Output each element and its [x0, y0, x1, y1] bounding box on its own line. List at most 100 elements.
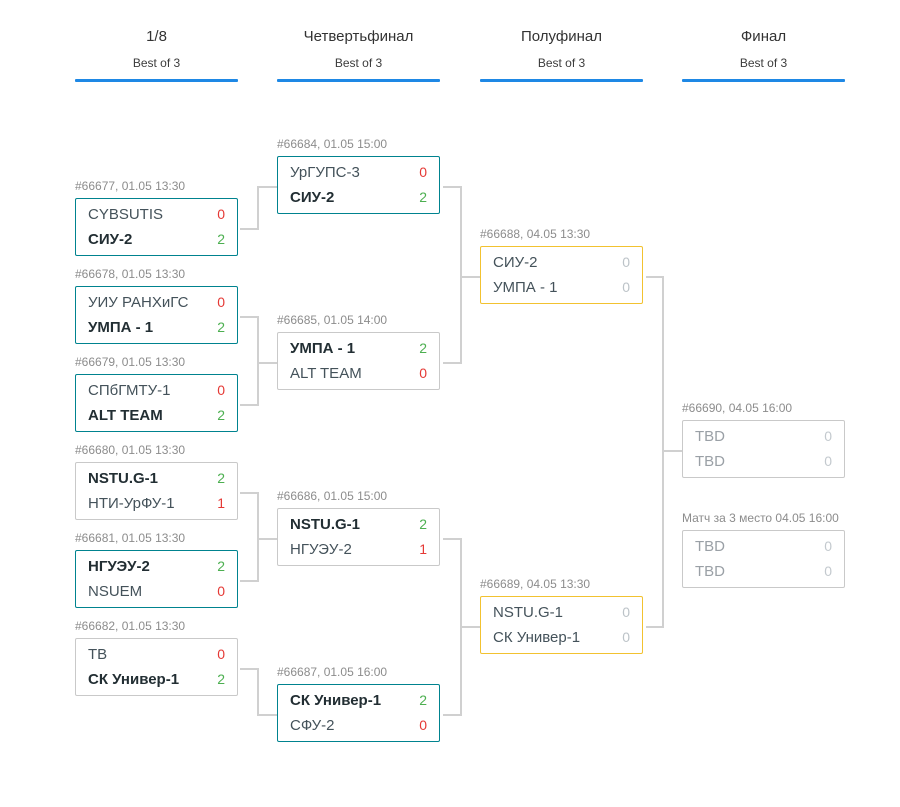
team-score: 0	[622, 254, 630, 270]
match-label: #66678, 01.05 13:30	[75, 267, 186, 281]
match-label: #66682, 01.05 13:30	[75, 619, 186, 633]
match-66686: #66686, 01.05 15:00 NSTU.G-1 2 НГУЭУ-2 1	[277, 489, 440, 566]
match-card[interactable]: TBD 0 TBD 0	[682, 420, 845, 478]
match-card[interactable]: СК Универ-1 2 СФУ-2 0	[277, 684, 440, 742]
round-underline	[682, 79, 845, 82]
team-row: ALT TEAM 0	[278, 361, 439, 386]
team-row: УИУ РАНХиГС 0	[76, 290, 237, 315]
team-row: CYBSUTIS 0	[76, 202, 237, 227]
team-row: УрГУПС-3 0	[278, 160, 439, 185]
team-name: НТИ-УрФУ-1	[88, 495, 175, 512]
round-header-1-8: 1/8 Best of 3	[75, 28, 238, 82]
team-row: NSUEM 0	[76, 579, 237, 604]
team-name: NSTU.G-1	[493, 604, 564, 621]
match-card[interactable]: ТВ 0 СК Универ-1 2	[75, 638, 238, 696]
team-row: УМПА - 1 2	[278, 336, 439, 361]
round-underline	[277, 79, 440, 82]
team-score: 0	[217, 382, 225, 398]
match-label: #66684, 01.05 15:00	[277, 137, 388, 151]
team-row: СФУ-2 0	[278, 713, 439, 738]
match-66688: #66688, 04.05 13:30 СИУ-2 0 УМПА - 1 0	[480, 227, 643, 304]
match-66684: #66684, 01.05 15:00 УрГУПС-3 0 СИУ-2 2	[277, 137, 440, 214]
team-row: TBD 0	[683, 559, 844, 584]
team-name: NSUEM	[88, 583, 143, 600]
team-name: NSTU.G-1	[290, 516, 361, 533]
team-score: 0	[419, 164, 427, 180]
team-name: СИУ-2	[290, 189, 335, 206]
team-score: 2	[217, 558, 225, 574]
team-row: TBD 0	[683, 534, 844, 559]
match-66681: #66681, 01.05 13:30 НГУЭУ-2 2 NSUEM 0	[75, 531, 238, 608]
match-66682: #66682, 01.05 13:30 ТВ 0 СК Универ-1 2	[75, 619, 238, 696]
team-score: 2	[419, 189, 427, 205]
team-name: ТВ	[88, 646, 108, 663]
team-row: NSTU.G-1 2	[278, 512, 439, 537]
team-score: 0	[217, 206, 225, 222]
match-card[interactable]: СИУ-2 0 УМПА - 1 0	[480, 246, 643, 304]
match-card[interactable]: УМПА - 1 2 ALT TEAM 0	[277, 332, 440, 390]
team-name: СИУ-2	[88, 231, 133, 248]
match-card[interactable]: НГУЭУ-2 2 NSUEM 0	[75, 550, 238, 608]
team-name: УМПА - 1	[88, 319, 154, 336]
team-name: УМПА - 1	[493, 279, 558, 296]
match-card[interactable]: NSTU.G-1 2 НТИ-УрФУ-1 1	[75, 462, 238, 520]
team-row: NSTU.G-1 2	[76, 466, 237, 491]
team-name: СК Универ-1	[88, 671, 180, 688]
team-score: 0	[622, 629, 630, 645]
team-score: 0	[622, 279, 630, 295]
team-row: TBD 0	[683, 449, 844, 474]
team-row: СК Универ-1 2	[278, 688, 439, 713]
round-header-quarterfinal: Четвертьфинал Best of 3	[277, 28, 440, 82]
match-66687: #66687, 01.05 16:00 СК Универ-1 2 СФУ-2 …	[277, 665, 440, 742]
match-66690: #66690, 04.05 16:00 TBD 0 TBD 0	[682, 401, 845, 478]
team-row: УМПА - 1 2	[76, 315, 237, 340]
round-title: Финал	[740, 28, 787, 45]
team-row: СИУ-2 2	[278, 185, 439, 210]
match-label: #66681, 01.05 13:30	[75, 531, 186, 545]
team-name: СПбГМТУ-1	[88, 382, 171, 399]
match-label: #66690, 04.05 16:00	[682, 401, 793, 415]
match-label: #66687, 01.05 16:00	[277, 665, 388, 679]
team-row: НГУЭУ-2 1	[278, 537, 439, 562]
team-score: 2	[217, 470, 225, 486]
team-score: 0	[824, 428, 832, 444]
team-score: 0	[217, 646, 225, 662]
team-row: ALT TEAM 2	[76, 403, 237, 428]
team-row: СК Универ-1 0	[481, 625, 642, 650]
team-name: CYBSUTIS	[88, 206, 164, 223]
team-score: 2	[217, 319, 225, 335]
team-name: НГУЭУ-2	[290, 541, 352, 558]
match-card[interactable]: NSTU.G-1 2 НГУЭУ-2 1	[277, 508, 440, 566]
match-card[interactable]: УрГУПС-3 0 СИУ-2 2	[277, 156, 440, 214]
round-header-semifinal: Полуфинал Best of 3	[480, 28, 643, 82]
match-card[interactable]: TBD 0 TBD 0	[682, 530, 845, 588]
match-label: Матч за 3 место 04.05 16:00	[682, 511, 839, 525]
round-title: 1/8	[146, 28, 167, 45]
match-66677: #66677, 01.05 13:30 CYBSUTIS 0 СИУ-2 2	[75, 179, 238, 256]
match-card[interactable]: NSTU.G-1 0 СК Универ-1 0	[480, 596, 643, 654]
team-name: СК Универ-1	[493, 629, 581, 646]
team-score: 0	[824, 453, 832, 469]
team-row: NSTU.G-1 0	[481, 600, 642, 625]
team-score: 0	[824, 538, 832, 554]
team-name: СФУ-2	[290, 717, 335, 734]
team-name: ALT TEAM	[88, 407, 163, 424]
team-row: СИУ-2 0	[481, 250, 642, 275]
team-score: 2	[419, 516, 427, 532]
round-underline	[75, 79, 238, 82]
round-title: Четвертьфинал	[303, 28, 414, 45]
round-subtitle: Best of 3	[132, 56, 181, 70]
team-score: 0	[622, 604, 630, 620]
match-66689: #66689, 04.05 13:30 NSTU.G-1 0 СК Универ…	[480, 577, 643, 654]
team-name: TBD	[695, 428, 725, 445]
round-underline	[480, 79, 643, 82]
match-card[interactable]: CYBSUTIS 0 СИУ-2 2	[75, 198, 238, 256]
match-card[interactable]: СПбГМТУ-1 0 ALT TEAM 2	[75, 374, 238, 432]
team-score: 2	[217, 407, 225, 423]
team-name: TBD	[695, 453, 725, 470]
match-label: #66688, 04.05 13:30	[480, 227, 591, 241]
team-row: СК Универ-1 2	[76, 667, 237, 692]
match-card[interactable]: УИУ РАНХиГС 0 УМПА - 1 2	[75, 286, 238, 344]
team-name: НГУЭУ-2	[88, 558, 150, 575]
